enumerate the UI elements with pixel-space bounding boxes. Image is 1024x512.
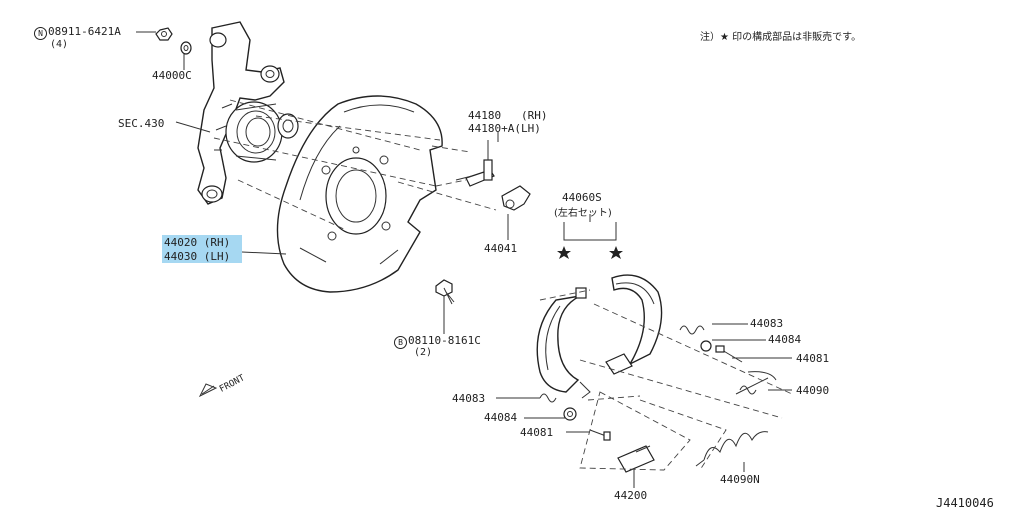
return-spring — [695, 431, 769, 467]
assembly-dashes — [213, 99, 793, 471]
part-44090n: 44090N — [720, 473, 760, 486]
part-44084-left: 44084 — [484, 411, 518, 424]
section-430: SEC.430 — [118, 117, 165, 130]
part-44041: 44041 — [484, 242, 518, 255]
non-sale-note: 注）★ 印の構成部品は非販売です。 — [700, 32, 862, 43]
spring-pin-right — [679, 325, 777, 395]
nut-mark: N — [34, 27, 47, 40]
nut-code: 08911-6421A — [48, 25, 121, 38]
leader-lines — [136, 31, 792, 488]
brake-shoe-right — [605, 274, 663, 375]
part-44180: 44180 (RH) — [468, 109, 548, 122]
part-44020: 44020 (RH) — [164, 236, 231, 249]
part-44030: 44030 (LH) — [164, 250, 231, 263]
part-44060s-set: (左右セット) — [554, 208, 612, 219]
adjuster-clip — [501, 185, 531, 240]
adjuster-assembly — [617, 445, 655, 484]
part-44000c: 44000C — [152, 69, 192, 82]
part-44200: 44200 — [614, 489, 648, 502]
part-44090: 44090 — [796, 384, 830, 397]
spring-pin-left — [539, 393, 611, 441]
part-44081-right: 44081 — [796, 352, 830, 365]
part-44084-right: 44084 — [768, 333, 802, 346]
part-44060s: 44060S — [562, 191, 602, 204]
part-44081-left: 44081 — [520, 426, 554, 439]
part-44083-left: 44083 — [452, 392, 486, 405]
bolt-qty: (2) — [414, 347, 433, 358]
front-arrow-icon — [198, 383, 218, 398]
hub-bearing — [225, 101, 299, 163]
highlight-44020-44030 — [162, 235, 242, 263]
brake-shoe-left — [536, 287, 591, 399]
diagram-id: J4410046 — [936, 496, 994, 510]
back-plate-bolt — [435, 279, 455, 334]
part-44083-right: 44083 — [750, 317, 784, 330]
part-44180a: 44180+A(LH) — [468, 122, 541, 135]
nut-and-washer — [155, 27, 192, 55]
adjuster-lever — [455, 140, 495, 187]
bolt-mark: B — [394, 336, 407, 349]
bolt-code: 08110-8161C — [408, 334, 481, 347]
nut-qty: (4) — [50, 39, 69, 50]
star-markers — [557, 246, 623, 259]
back-plate — [276, 95, 443, 293]
